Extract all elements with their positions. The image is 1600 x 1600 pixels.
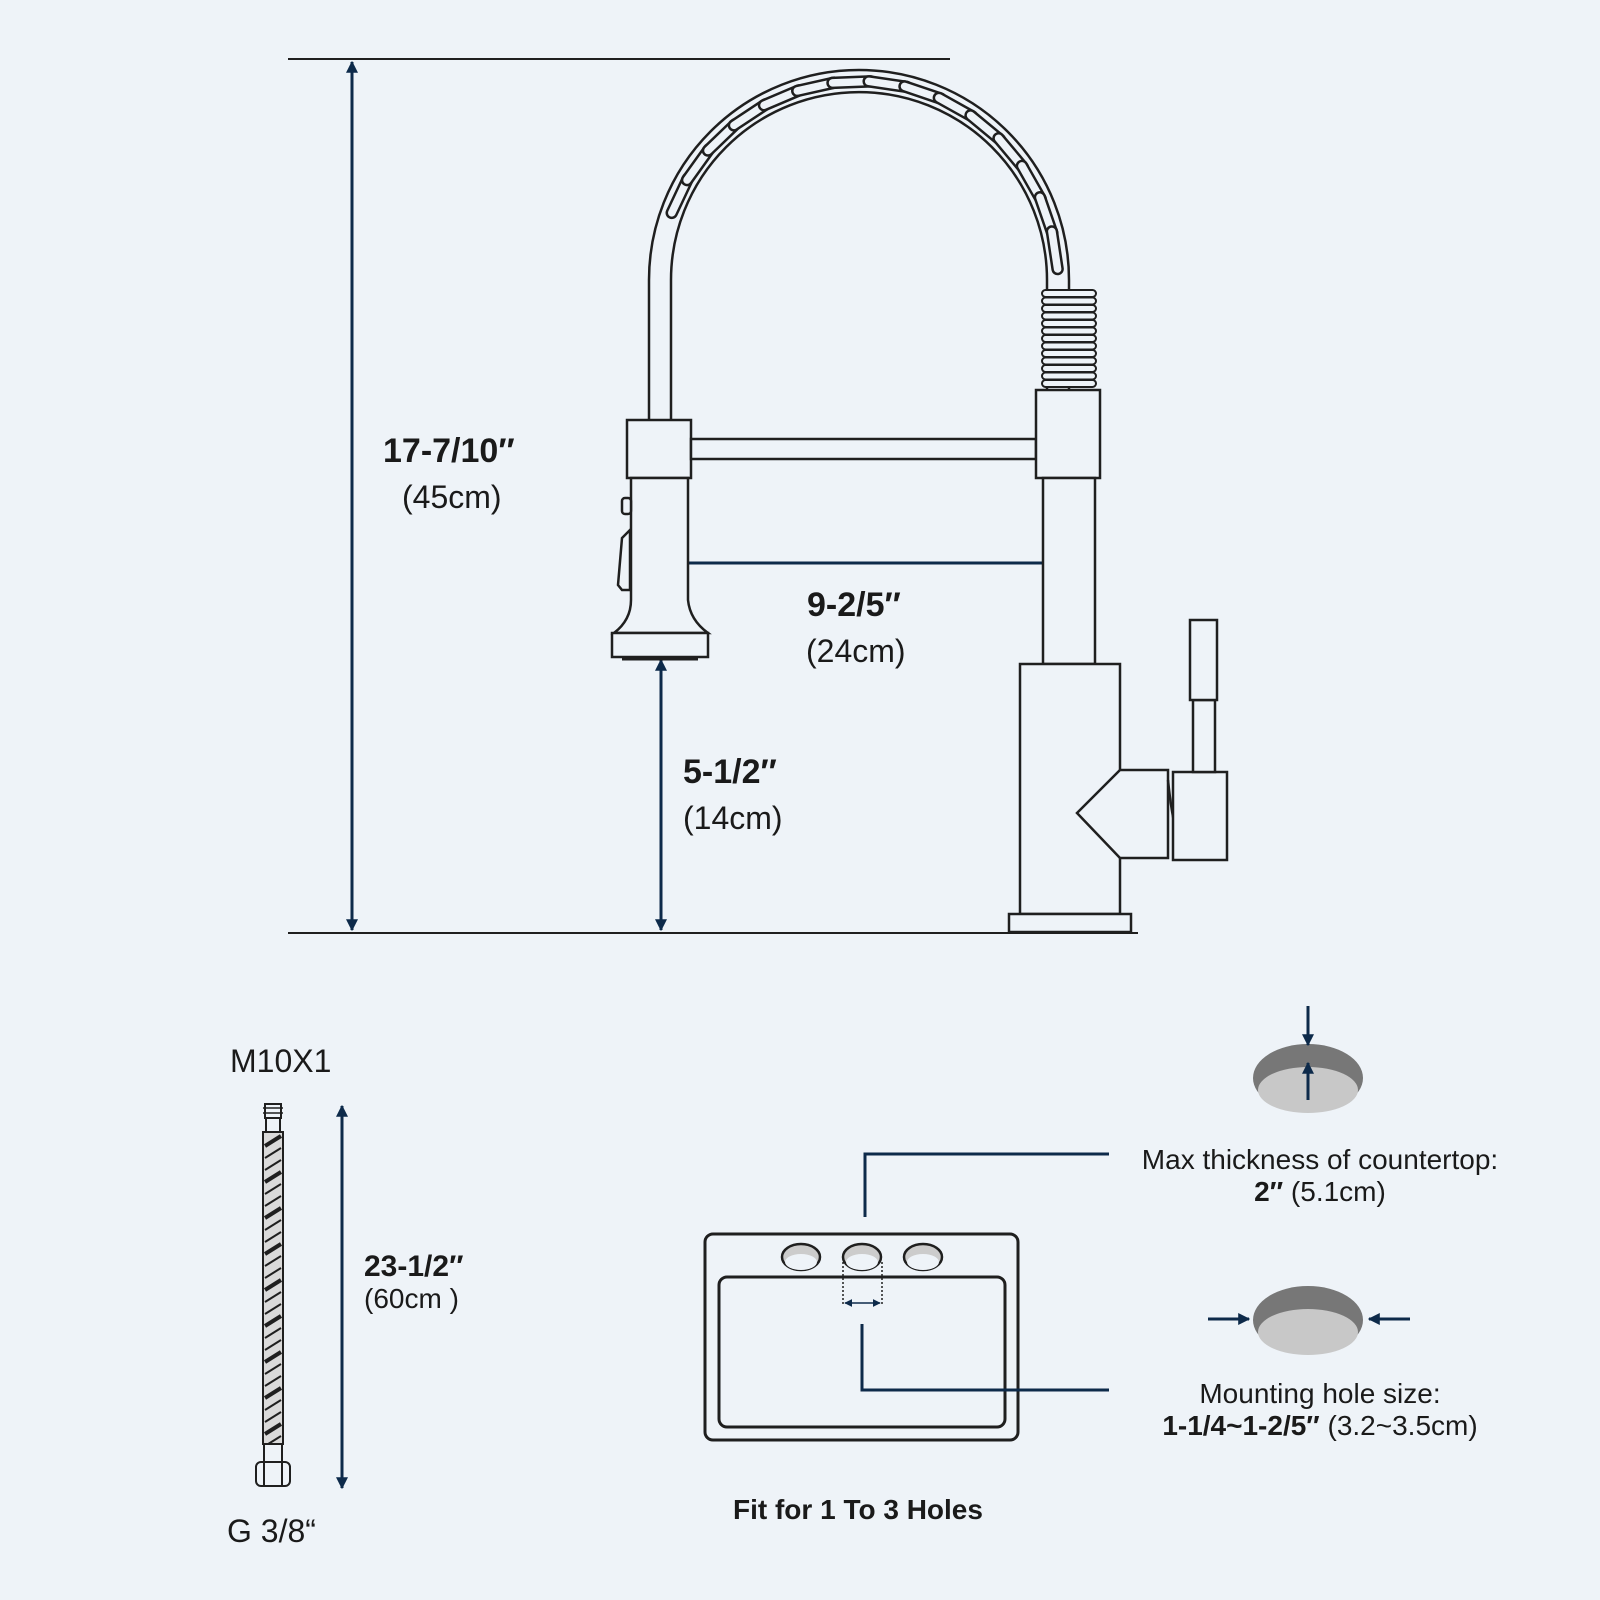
hose-braid-strand xyxy=(264,1255,282,1267)
clearance-imperial-label: 5-1/2″ xyxy=(683,753,777,791)
reach-metric-label: (24cm) xyxy=(806,633,906,669)
spring-coil xyxy=(665,75,1064,276)
hose-braid-strand xyxy=(264,1327,282,1339)
hose-braid-strand xyxy=(264,1219,282,1231)
hole-size-label: Mounting hole size: xyxy=(1199,1378,1441,1409)
faucet-illustration xyxy=(610,68,1229,934)
spring-stack-ring xyxy=(1041,349,1097,358)
thickness-metric: (5.1cm) xyxy=(1290,1176,1386,1208)
hose-bottom-thread-label: G 3/8“ xyxy=(227,1513,316,1549)
spring-stack-ring xyxy=(1041,289,1097,298)
spring-stack-ring xyxy=(1041,371,1097,381)
hose-length-metric-label: (60cm ) xyxy=(364,1283,459,1314)
hole-size-metric: (3.2~3.5cm) xyxy=(1327,1410,1478,1442)
hose-braid-strand xyxy=(263,1242,283,1256)
sink-caption: Fit for 1 To 3 Holes xyxy=(733,1494,983,1525)
hose-braid-strand xyxy=(264,1291,282,1303)
spring-stack-ring xyxy=(1041,319,1097,328)
clearance-metric-label: (14cm) xyxy=(683,800,783,836)
hose-braid-strand xyxy=(263,1278,283,1292)
hole-size-value: 1-1/4~1-2/5″ xyxy=(1162,1410,1320,1442)
hose-braid-strand xyxy=(263,1206,283,1220)
hose-braid-strand xyxy=(264,1399,282,1411)
hose-braid-strand xyxy=(264,1147,282,1159)
hose-braid-strand xyxy=(264,1159,282,1171)
spring-stack-ring xyxy=(1041,379,1097,388)
hose-braid-strand xyxy=(264,1231,282,1243)
countertop-thickness-detail xyxy=(1253,1006,1363,1113)
thickness-value: 2″ xyxy=(1254,1176,1284,1208)
spring-stack-ring xyxy=(1041,356,1097,366)
spring-stack-ring xyxy=(1041,364,1097,373)
hose-braid-strand xyxy=(264,1195,282,1207)
thickness-leader-line xyxy=(863,1152,1109,1217)
hose-braid-strand xyxy=(263,1314,283,1328)
hose-braid-strand xyxy=(264,1363,282,1375)
spring-ring xyxy=(1045,225,1064,276)
sink-holes xyxy=(780,1242,944,1272)
spring-stack xyxy=(1041,289,1097,388)
spring-stack-ring xyxy=(1041,341,1097,351)
thickness-label: Max thickness of countertop: xyxy=(1141,1144,1499,1175)
hose-braid-strand xyxy=(264,1303,282,1315)
reach-imperial-label: 9-2/5″ xyxy=(807,586,901,624)
spring-stack-ring xyxy=(1041,311,1097,321)
spring-stack-ring xyxy=(1041,304,1097,313)
hose-braid-strand xyxy=(263,1386,283,1400)
height-imperial-label: 17-7/10″ xyxy=(383,432,515,470)
hose-length-imperial-label: 23-1/2″ xyxy=(364,1250,464,1283)
height-metric-label: (45cm) xyxy=(402,479,502,515)
spring-stack-ring xyxy=(1041,296,1097,306)
hose-braid-strand xyxy=(263,1422,283,1436)
hose-top-thread-label: M10X1 xyxy=(230,1043,332,1079)
mounting-hole-detail xyxy=(1208,1286,1410,1355)
hole-leader-line xyxy=(860,1324,1109,1392)
spring-stack-ring xyxy=(1041,326,1097,336)
hose-braid-strand xyxy=(264,1375,282,1387)
hose-braid-strand xyxy=(264,1267,282,1279)
hose-braid-strand xyxy=(264,1411,282,1423)
hose-braid-strand xyxy=(263,1170,283,1184)
hole-size-spec: Mounting hole size: 1-1/4~1-2/5″ (3.2~3.… xyxy=(1100,1378,1540,1442)
hose-braid-strand xyxy=(263,1350,283,1364)
hose-illustration xyxy=(255,1103,291,1487)
thickness-spec: Max thickness of countertop: 2″ (5.1cm) xyxy=(1100,1144,1540,1208)
hose-braid-strand xyxy=(264,1183,282,1195)
hose-braid-strand xyxy=(264,1339,282,1351)
spring-stack-ring xyxy=(1041,334,1097,343)
hose-braid-strand xyxy=(263,1134,283,1148)
